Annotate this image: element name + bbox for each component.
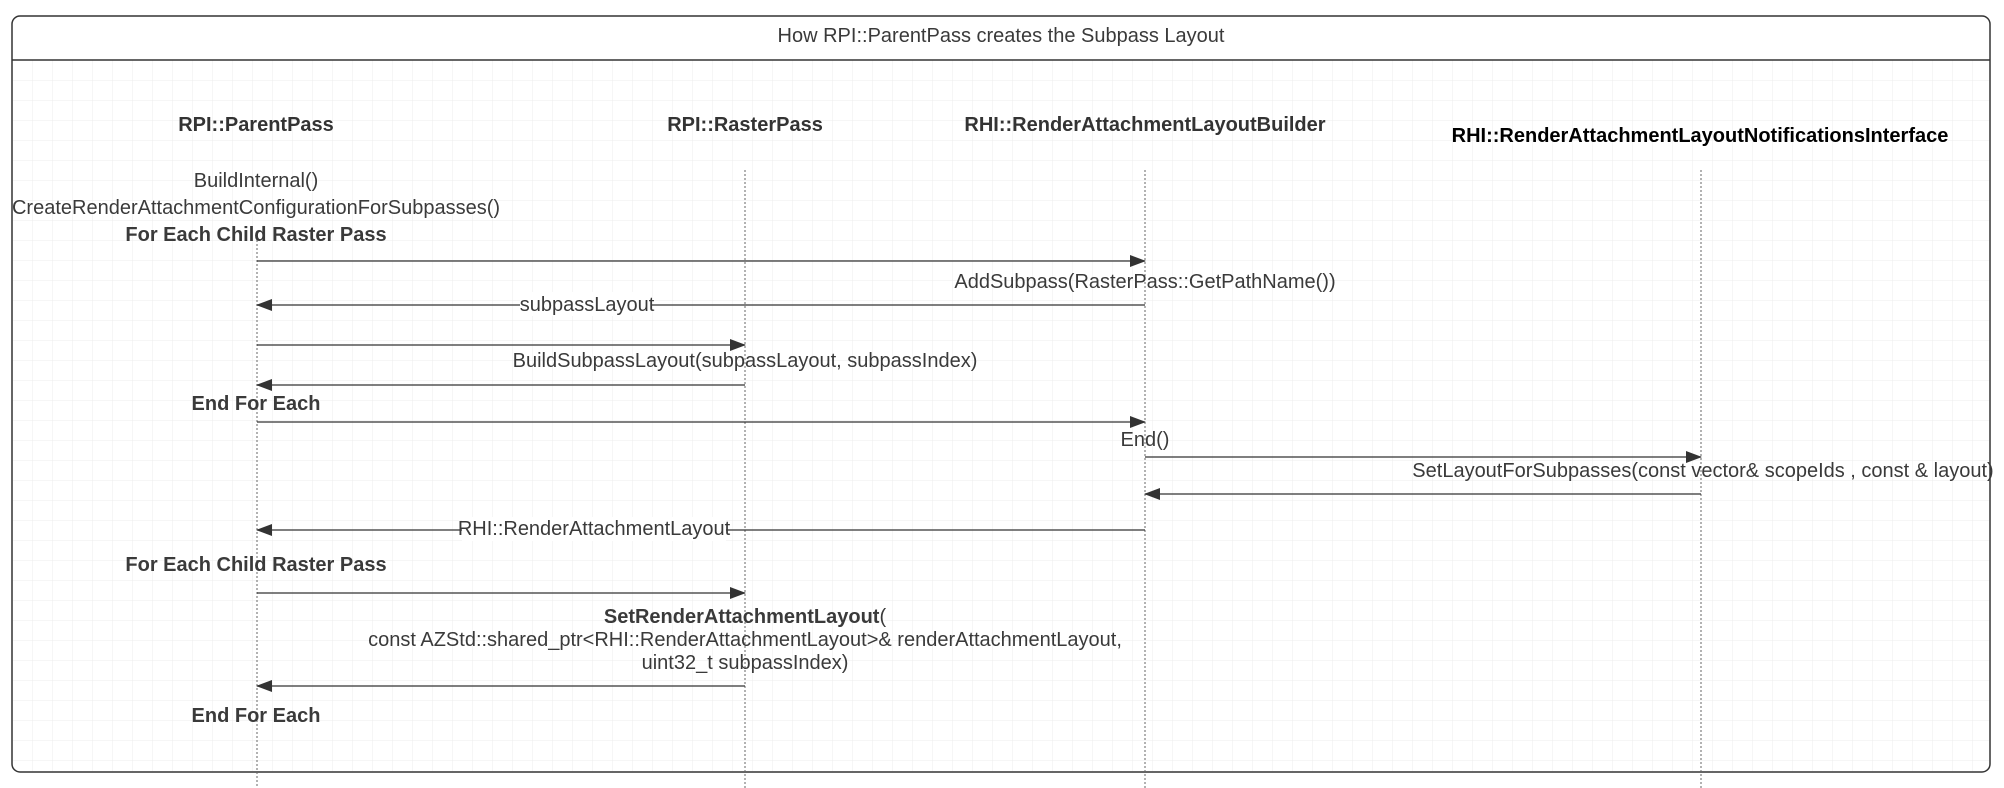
label-rhi-layout: RHI::RenderAttachmentLayout <box>458 518 731 540</box>
note-end-for-each-1: End For Each <box>192 393 321 415</box>
participant-layout-builder: RHI::RenderAttachmentLayoutBuilder <box>964 114 1325 136</box>
label-subpass-layout: subpassLayout <box>520 294 655 316</box>
label-end: End() <box>1121 429 1170 451</box>
diagram-title: How RPI::ParentPass creates the Subpass … <box>778 25 1225 47</box>
participant-notifications-interface: RHI::RenderAttachmentLayoutNotifications… <box>1452 125 1949 147</box>
label-set-ral-name: SetRenderAttachmentLayout <box>604 606 880 628</box>
label-bg-rhi-layout <box>462 517 726 541</box>
label-set-layout-for-subpasses: SetLayoutForSubpasses(const vector& scop… <box>1412 460 1993 482</box>
note-for-each-2: For Each Child Raster Pass <box>125 554 386 576</box>
participant-raster-pass: RPI::RasterPass <box>667 114 823 136</box>
label-bg-subpass-layout <box>520 292 652 316</box>
label-add-subpass: AddSubpass(RasterPass::GetPathName()) <box>954 271 1335 293</box>
participant-parent-pass: RPI::ParentPass <box>178 114 334 136</box>
note-end-for-each-2: End For Each <box>192 705 321 727</box>
grid-background <box>13 60 1989 771</box>
note-for-each-1: For Each Child Raster Pass <box>125 224 386 246</box>
label-set-ral-line2: const AZStd::shared_ptr<RHI::RenderAttac… <box>368 629 1122 651</box>
note-build-internal: BuildInternal() <box>194 170 319 192</box>
label-set-ral-line1: SetRenderAttachmentLayout( <box>604 606 887 628</box>
label-build-subpass-layout: BuildSubpassLayout(subpassLayout, subpas… <box>513 350 978 372</box>
label-set-ral-paren: ( <box>879 606 886 628</box>
label-set-ral-line3: uint32_t subpassIndex) <box>642 652 849 674</box>
note-create-config: CreateRenderAttachmentConfigurationForSu… <box>12 197 500 219</box>
